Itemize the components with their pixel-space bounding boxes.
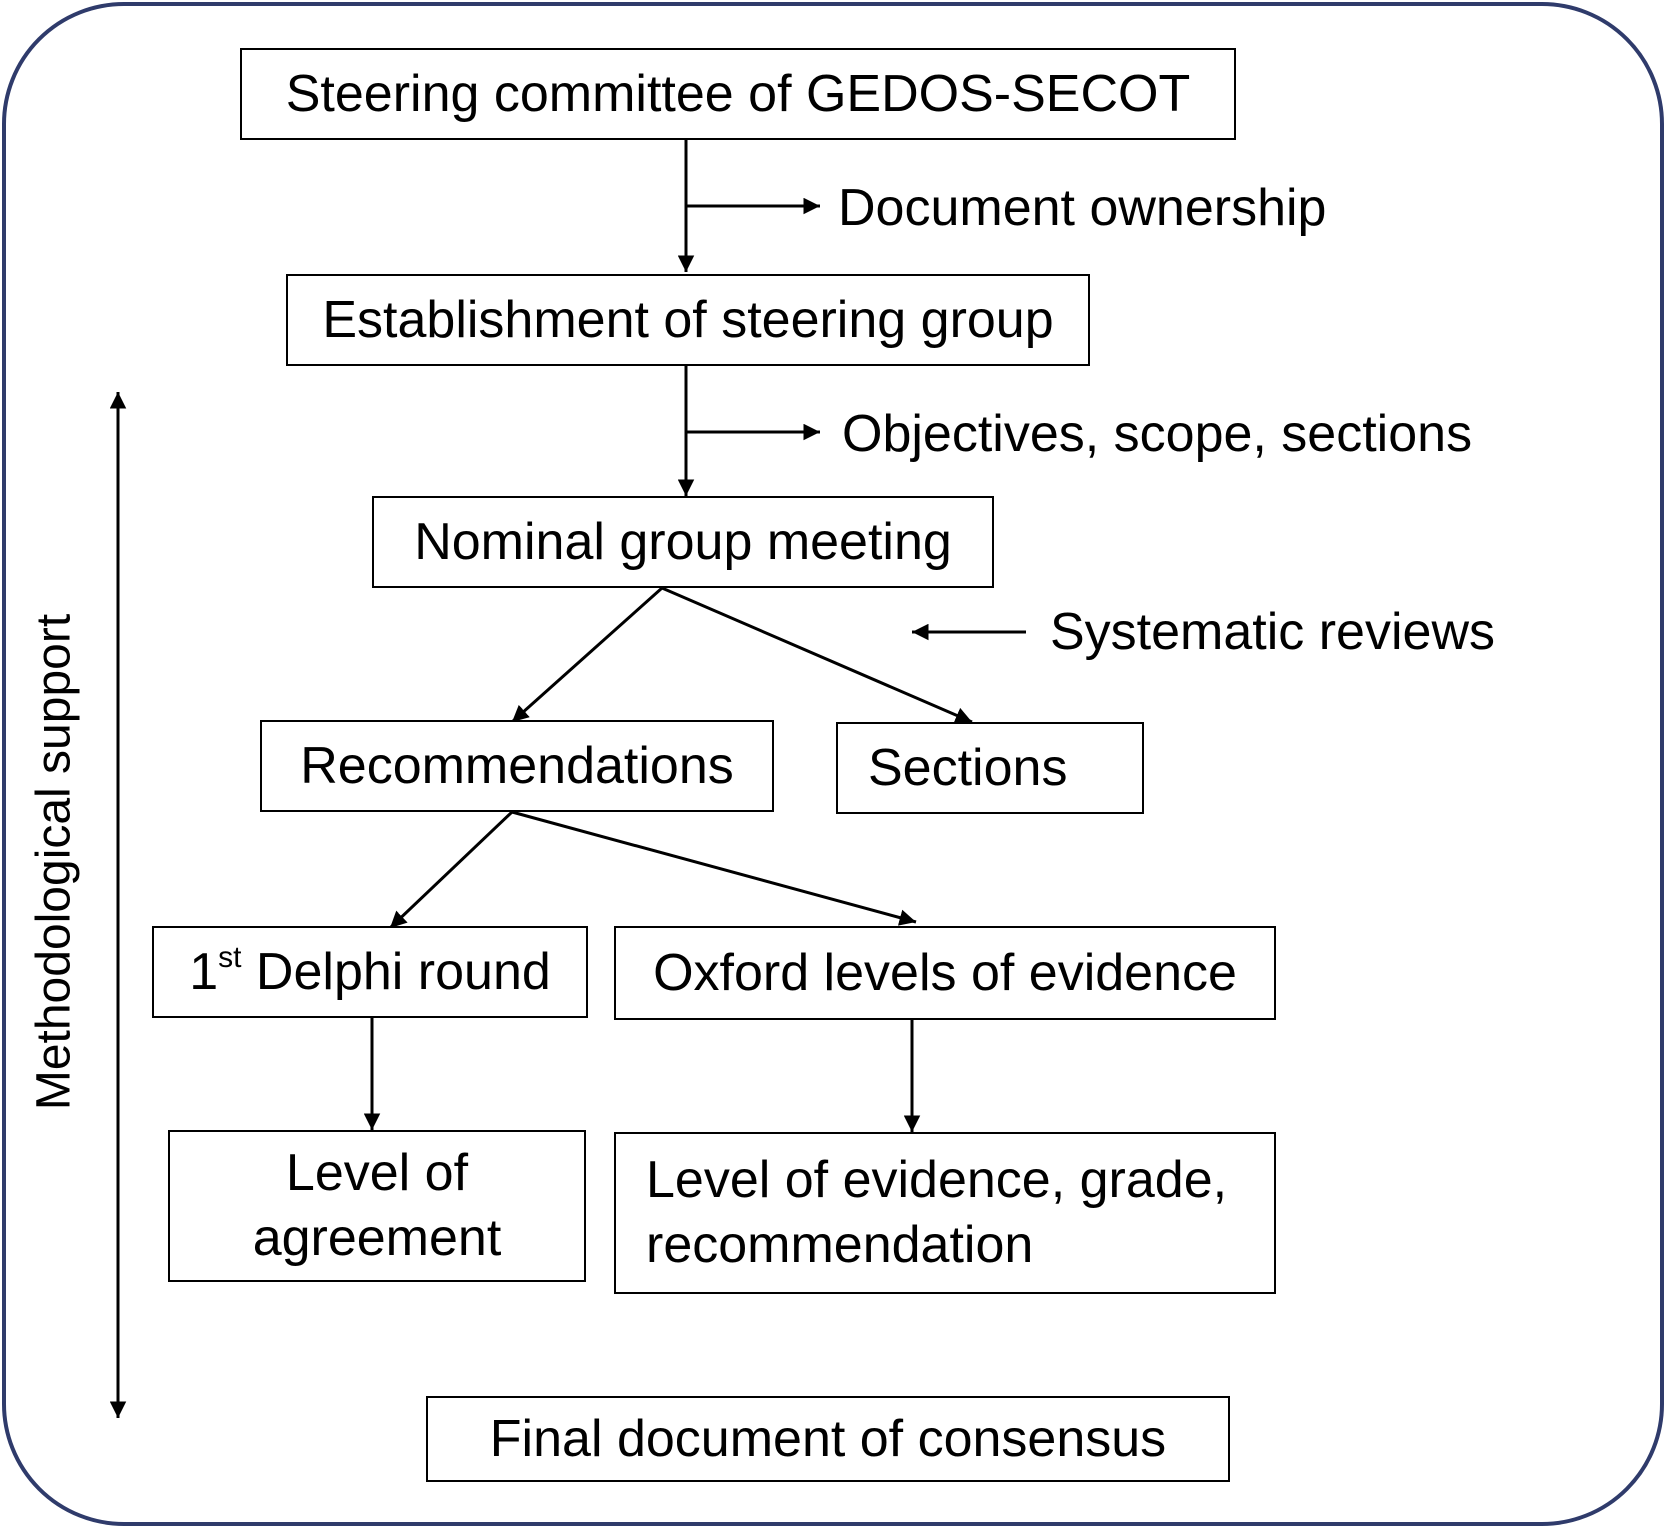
systematic-reviews-label: Systematic reviews xyxy=(1050,603,1495,661)
nominal-group-box: Nominal group meeting xyxy=(372,496,994,588)
connector-nominal-to-sections xyxy=(661,586,973,724)
document-ownership-label: Document ownership xyxy=(838,179,1327,237)
level-of-evidence-line1: Level of evidence, grade, xyxy=(646,1151,1228,1209)
level-of-agreement-box: Level of agreement xyxy=(168,1130,586,1282)
steering-committee-label: Steering committee of GEDOS-SECOT xyxy=(285,64,1191,123)
level-of-evidence-box: Level of evidence, grade, recommendation xyxy=(614,1132,1276,1294)
oxford-levels-box: Oxford levels of evidence xyxy=(614,926,1276,1020)
delphi-text: Delphi round xyxy=(241,942,551,1001)
sections-label: Sections xyxy=(868,738,1068,797)
connector-nominal-to-recommendations xyxy=(511,586,663,724)
delphi-round-box: 1st Delphi round xyxy=(152,926,588,1018)
level-of-evidence-line2: recommendation xyxy=(646,1216,1034,1274)
steering-group-box: Establishment of steering group xyxy=(286,274,1090,366)
recommendations-label: Recommendations xyxy=(300,736,734,795)
connector-recommendations-to-oxford xyxy=(511,810,917,926)
final-document-box: Final document of consensus xyxy=(426,1396,1230,1482)
oxford-levels-label: Oxford levels of evidence xyxy=(653,943,1237,1002)
objectives-label: Objectives, scope, sections xyxy=(842,405,1473,463)
delphi-number: 1 xyxy=(189,942,219,1001)
level-of-agreement-line2: agreement xyxy=(252,1209,502,1267)
delphi-round-label: 1st Delphi round xyxy=(189,940,551,1005)
level-of-agreement-line1: Level of xyxy=(285,1144,469,1202)
connector-recommendations-to-delphi xyxy=(388,810,514,930)
sections-box: Sections xyxy=(836,722,1144,814)
delphi-superscript: st xyxy=(218,940,242,974)
methodological-support-label: Methodological support xyxy=(27,613,81,1111)
recommendations-box: Recommendations xyxy=(260,720,774,812)
level-of-agreement-text: Level of agreement xyxy=(253,1141,502,1271)
level-of-evidence-text: Level of evidence, grade, recommendation xyxy=(646,1148,1227,1278)
nominal-group-label: Nominal group meeting xyxy=(414,512,952,571)
steering-group-label: Establishment of steering group xyxy=(322,290,1054,349)
steering-committee-box: Steering committee of GEDOS-SECOT xyxy=(240,48,1236,140)
final-document-label: Final document of consensus xyxy=(489,1409,1167,1468)
